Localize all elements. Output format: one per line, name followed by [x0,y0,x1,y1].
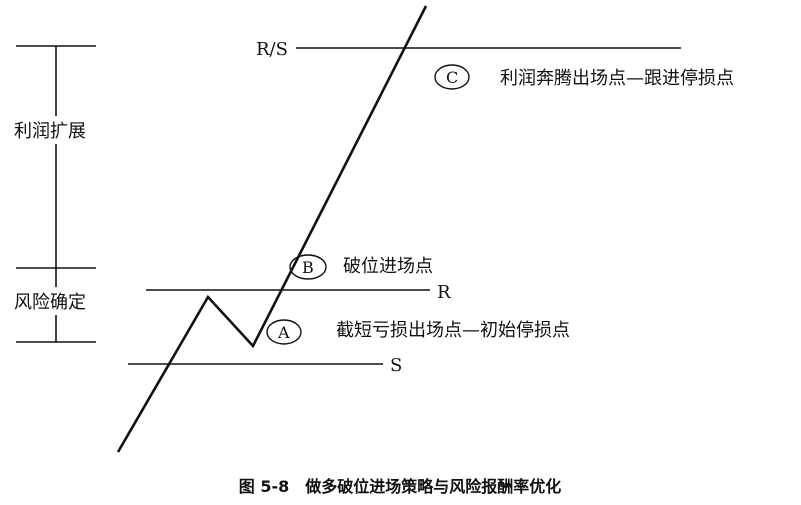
profit-expansion-label: 利润扩展 [14,121,86,142]
point-c-marker [434,64,470,90]
price-path-line [116,5,428,453]
figure-caption: 图 5-8 做多破位进场策略与风险报酬率优化 [239,477,561,496]
point-c-letter: C [446,68,458,87]
point-c-description: 利润奔腾出场点—跟进停损点 [500,68,734,89]
s-level-label: S [390,355,402,376]
point-b-marker [289,254,327,280]
risk-label-bg [10,287,102,315]
point-a-description: 截短亏损出场点—初始停损点 [336,320,570,341]
rs-level-label: R/S [256,39,288,60]
point-a-letter: A [277,323,290,342]
risk-determination-label: 风险确定 [14,292,86,313]
r-level-label: R [437,282,451,303]
profit-label-bg [10,116,102,144]
point-a-marker [266,319,302,345]
point-b-description: 破位进场点 [343,256,433,277]
point-b-letter: B [302,258,314,277]
